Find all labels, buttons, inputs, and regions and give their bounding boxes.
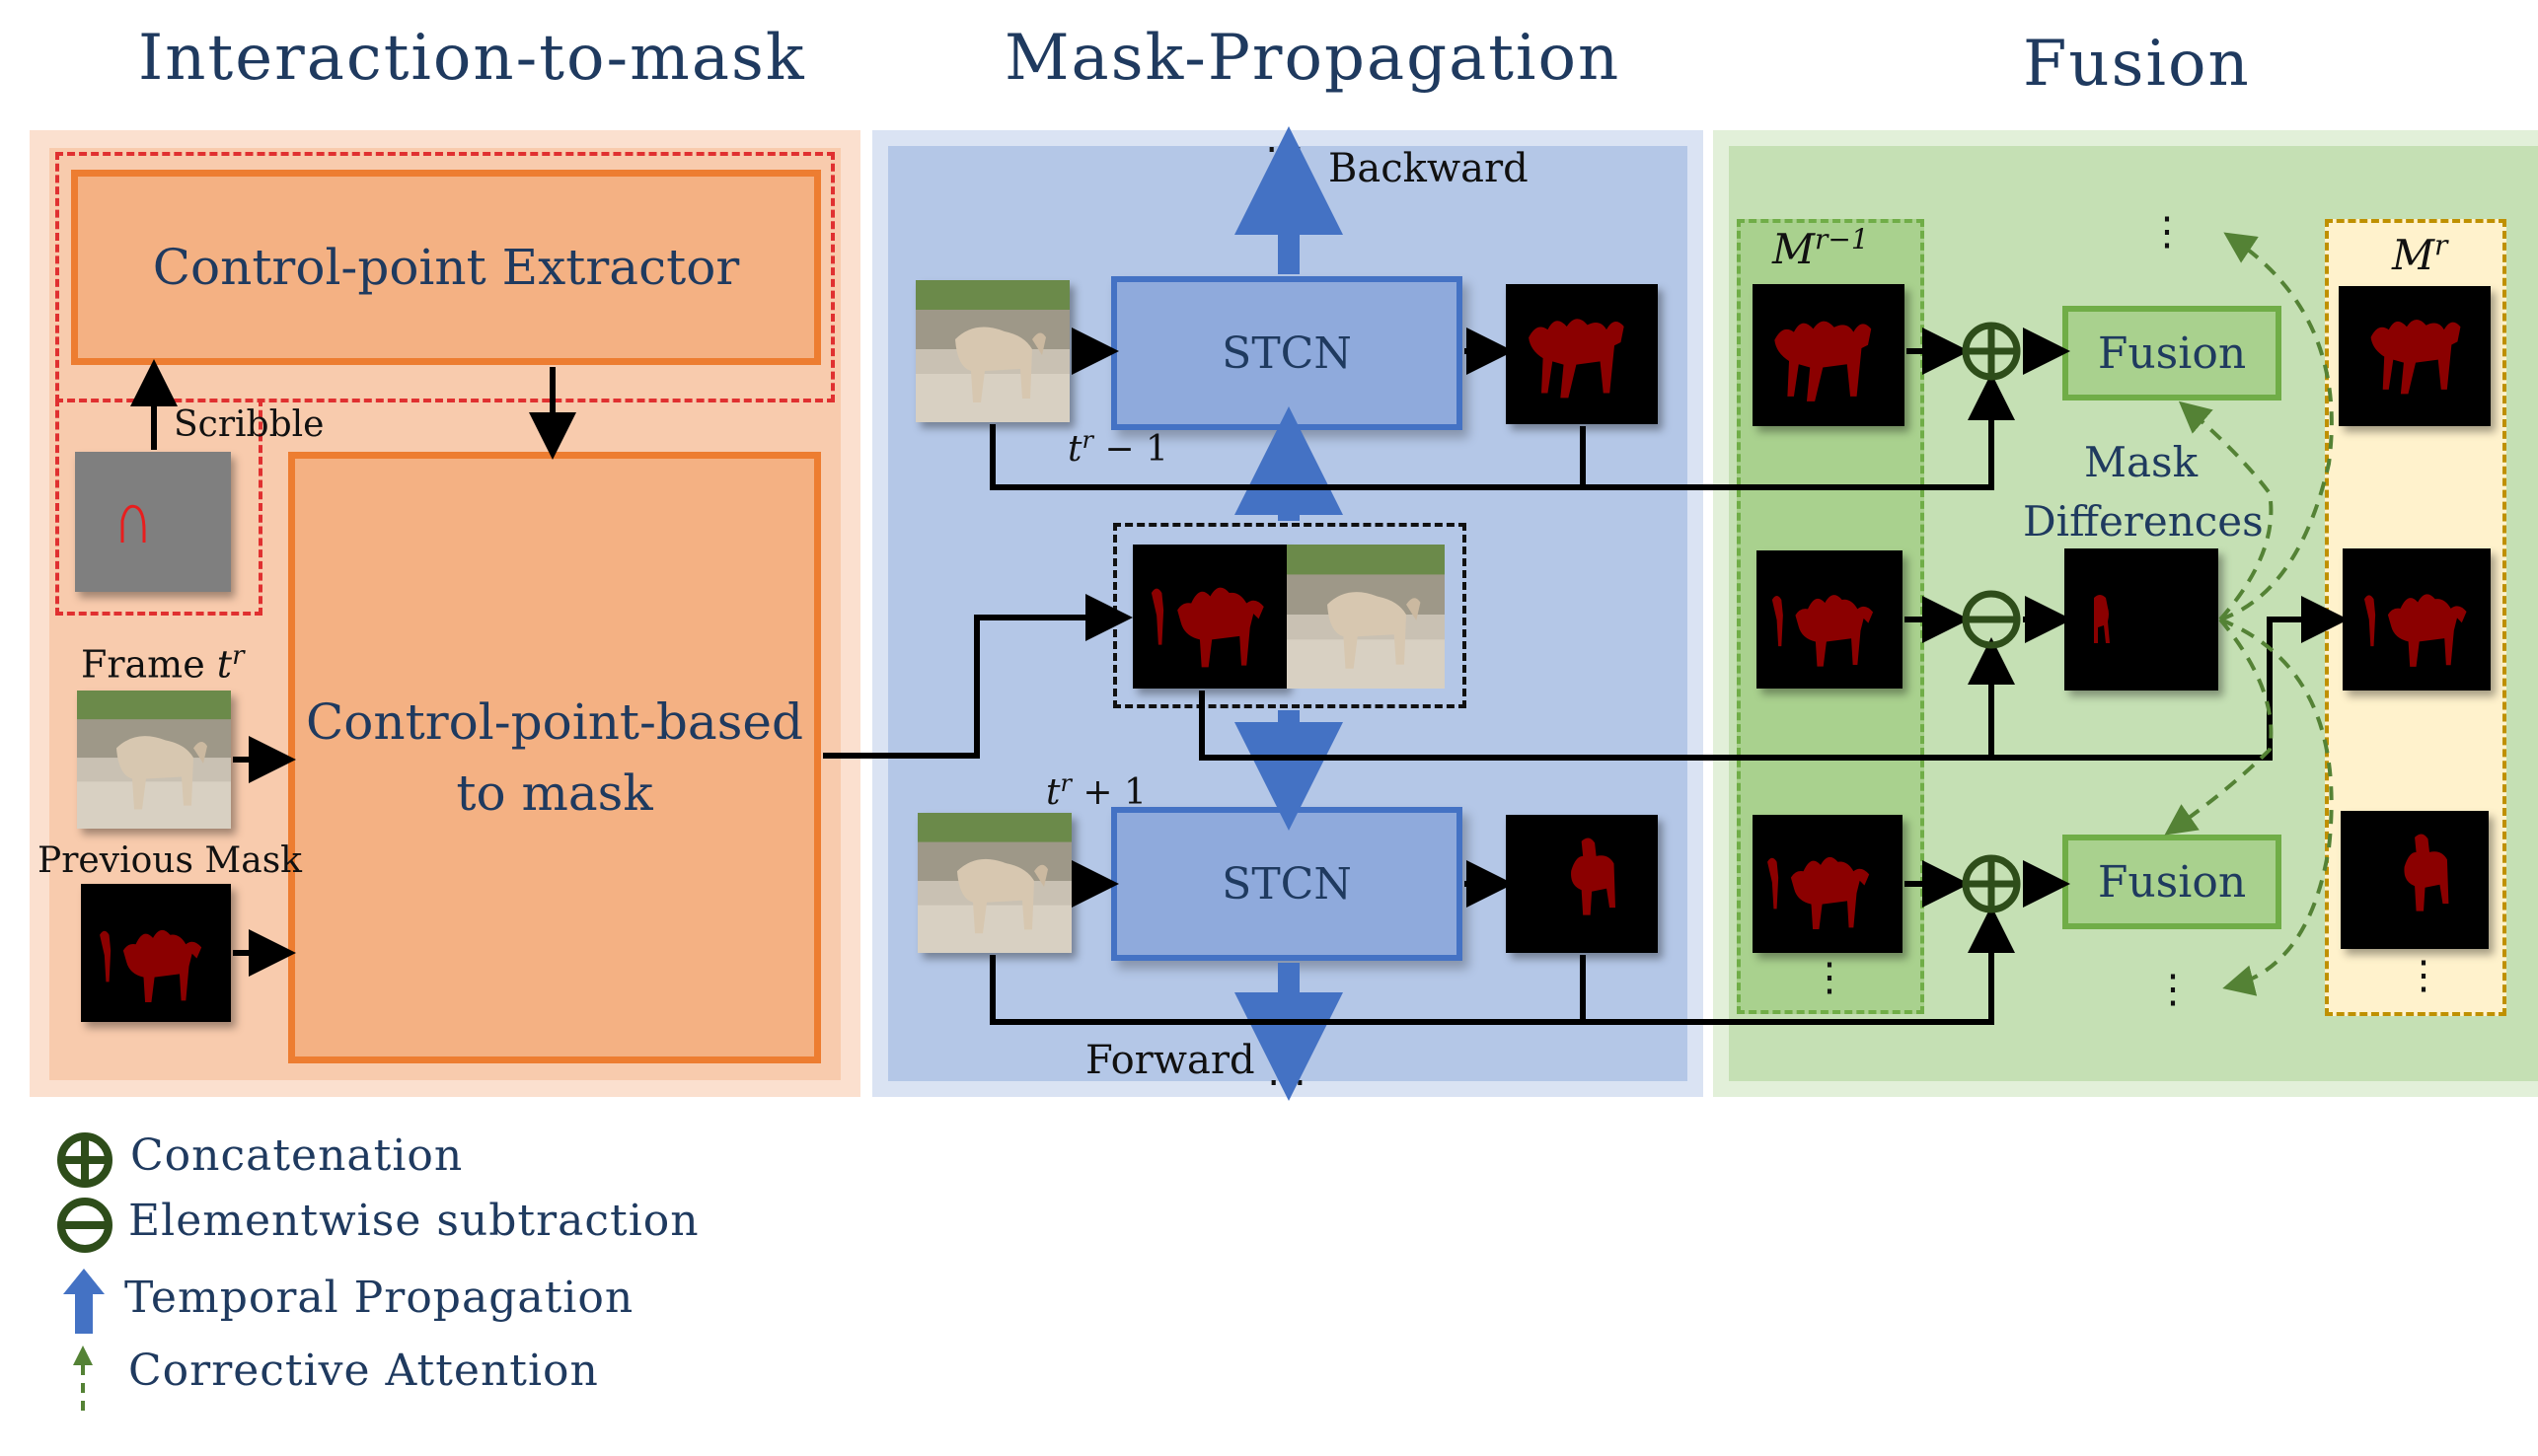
current-mask-image bbox=[1133, 545, 1287, 689]
m-cur-top-mask bbox=[2339, 286, 2491, 426]
t-prev-sup: r bbox=[1082, 426, 1093, 454]
t-next-suffix: + 1 bbox=[1071, 772, 1147, 813]
concat-top-icon bbox=[1962, 322, 2021, 381]
frame-label-math: t bbox=[216, 642, 233, 687]
previous-mask-thumbnail bbox=[81, 884, 231, 1022]
t-next-sup: r bbox=[1060, 769, 1072, 797]
mask-differences-line2: Differences bbox=[2023, 497, 2264, 546]
bottom-skip-connector bbox=[990, 906, 2015, 1025]
current-mask-to-output-connector bbox=[1991, 596, 2349, 761]
legend-concat-icon bbox=[57, 1132, 112, 1188]
m-prev-sup: r−1 bbox=[1815, 223, 1869, 255]
m-prev-top-mask bbox=[1753, 284, 1904, 426]
m-cur-sup: r bbox=[2434, 229, 2448, 261]
mask-to-propagation-arrow bbox=[823, 594, 1133, 759]
legend-corrective-arrow-icon bbox=[73, 1346, 93, 1411]
fusion-top-vdots: ⋮ bbox=[2147, 209, 2187, 255]
scribble-dashed-region bbox=[55, 399, 262, 616]
m-prev-mid-mask bbox=[1756, 550, 1903, 689]
forward-label: Forward bbox=[1085, 1038, 1255, 1083]
m-prev-math: M bbox=[1772, 225, 1816, 273]
legend-corrective-label: Corrective Attention bbox=[128, 1346, 599, 1396]
current-mask-to-subtract-connector bbox=[1199, 637, 2015, 761]
m-prev-label: Mr−1 bbox=[1772, 223, 1869, 273]
interaction-section-title: Interaction-to-mask bbox=[138, 22, 806, 95]
previous-mask-label: Previous Mask bbox=[37, 840, 302, 881]
t-prev-label: tr − 1 bbox=[1068, 426, 1168, 470]
fusion-section-title: Fusion bbox=[2023, 28, 2251, 101]
t-next-label: tr + 1 bbox=[1046, 769, 1147, 813]
mask-differences-line1: Mask bbox=[2084, 438, 2199, 486]
m-cur-label: Mr bbox=[2392, 229, 2447, 279]
legend-temporal-arrow-icon bbox=[63, 1269, 105, 1334]
frame-label-prefix: Frame bbox=[81, 642, 217, 687]
control-point-extractor-box: Control-point Extractor bbox=[71, 170, 821, 365]
m-cur-mid-mask bbox=[2343, 548, 2491, 691]
m-cur-vdots: ⋮ bbox=[2404, 953, 2443, 998]
fusion-bottom-vdots: ⋮ bbox=[2153, 967, 2193, 1012]
extractor-dashed-region bbox=[55, 152, 835, 402]
fusion-bottom-label: Fusion bbox=[2097, 856, 2247, 908]
legend-subtract-icon bbox=[57, 1198, 112, 1253]
m-prev-vdots: ⋮ bbox=[1810, 955, 1849, 1000]
frame-label: Frame tr bbox=[81, 641, 245, 687]
stcn-top-label: STCN bbox=[1222, 328, 1352, 379]
frame-label-sup: r bbox=[232, 641, 245, 671]
control-point-to-mask-box: Control-point-based to mask bbox=[288, 452, 821, 1063]
cp-mask-line1: Control-point-based bbox=[306, 693, 803, 751]
mask-prev-output bbox=[1506, 284, 1658, 424]
scribble-image bbox=[75, 452, 231, 592]
propagation-section-title: Mask-Propagation bbox=[1005, 22, 1621, 95]
t-prev-suffix: − 1 bbox=[1092, 429, 1168, 470]
subtract-icon bbox=[1962, 590, 2021, 649]
legend-concat-label: Concatenation bbox=[130, 1130, 464, 1181]
scribble-label: Scribble bbox=[174, 404, 325, 445]
top-skip-connector bbox=[990, 373, 2015, 490]
mask-difference-image bbox=[2064, 548, 2218, 691]
fusion-top-label: Fusion bbox=[2097, 328, 2247, 379]
t-next-math: t bbox=[1046, 772, 1061, 813]
cp-mask-line2: to mask bbox=[456, 764, 653, 822]
control-point-extractor-label: Control-point Extractor bbox=[152, 239, 740, 296]
m-prev-bottom-mask bbox=[1753, 815, 1903, 953]
concat-bottom-icon bbox=[1962, 854, 2021, 913]
m-cur-bottom-mask bbox=[2341, 811, 2489, 949]
legend-subtract-label: Elementwise subtraction bbox=[128, 1196, 700, 1246]
mask-next-output bbox=[1506, 815, 1658, 953]
backward-label: Backward bbox=[1328, 146, 1529, 191]
stcn-bottom-label: STCN bbox=[1222, 858, 1352, 910]
scribble-stroke-icon bbox=[120, 504, 146, 543]
corrective-attention-arrows bbox=[2164, 232, 2334, 996]
t-prev-math: t bbox=[1068, 429, 1082, 470]
legend-temporal-label: Temporal Propagation bbox=[124, 1273, 634, 1323]
m-cur-math: M bbox=[2392, 231, 2435, 279]
